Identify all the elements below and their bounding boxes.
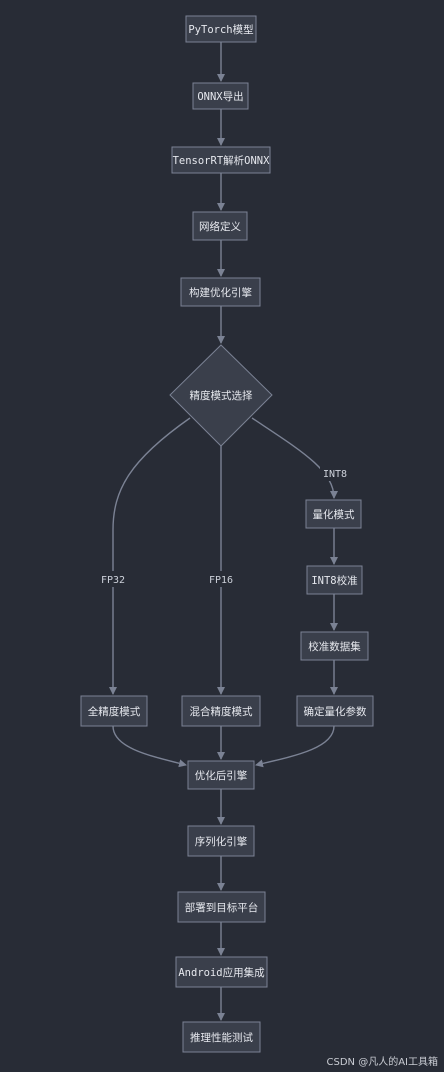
node-quant-params: 确定量化参数: [296, 695, 374, 727]
node-calibration-dataset-label: 校准数据集: [308, 640, 361, 653]
edge-precision-quant: [251, 417, 338, 499]
edge-precision-fullprec: [109, 417, 191, 695]
edge-label-fp16-text: FP16: [209, 575, 233, 586]
node-inference-test-label: 推理性能测试: [190, 1031, 253, 1044]
edge-fullprec-optimized: [112, 725, 187, 768]
node-deploy-target-label: 部署到目标平台: [185, 901, 259, 914]
node-serialize-engine: 序列化引擎: [187, 825, 255, 857]
node-int8-calibration: INT8校准: [306, 565, 363, 595]
node-optimized-engine: 优化后引擎: [187, 760, 255, 790]
edge-params-optimized: [255, 725, 335, 768]
node-quantization-mode-label: 量化模式: [313, 508, 355, 521]
node-tensorrt-parse: TensorRT解析ONNX: [171, 146, 271, 174]
edge-label-fp32: FP32: [98, 571, 128, 587]
edge-label-fp32-text: FP32: [101, 575, 125, 586]
node-serialize-engine-label: 序列化引擎: [195, 835, 248, 848]
node-onnx-export-label: ONNX导出: [197, 90, 243, 103]
node-build-engine-label: 构建优化引擎: [189, 286, 252, 299]
node-optimized-engine-label: 优化后引擎: [195, 769, 248, 782]
node-mixed-precision: 混合精度模式: [181, 695, 261, 727]
node-pytorch-model: PyTorch模型: [185, 15, 257, 43]
node-quant-params-label: 确定量化参数: [304, 705, 367, 718]
node-android-integration: Android应用集成: [175, 956, 268, 988]
node-inference-test: 推理性能测试: [182, 1021, 261, 1053]
edges: [109, 42, 338, 1021]
node-pytorch-model-label: PyTorch模型: [188, 23, 253, 36]
node-full-precision: 全精度模式: [80, 695, 148, 727]
node-mixed-precision-label: 混合精度模式: [190, 705, 253, 718]
node-calibration-dataset: 校准数据集: [300, 631, 369, 661]
watermark: CSDN @凡人的AI工具箱: [326, 1057, 438, 1068]
node-int8-calibration-label: INT8校准: [311, 574, 357, 587]
node-android-integration-label: Android应用集成: [178, 966, 265, 979]
node-precision-decision-label: 精度模式选择: [190, 389, 253, 402]
edge-label-fp16: FP16: [206, 571, 236, 587]
nodes: PyTorch模型 ONNX导出 TensorRT解析ONNX 网络定义 构建优…: [80, 15, 374, 1053]
node-onnx-export: ONNX导出: [192, 82, 249, 110]
node-deploy-target: 部署到目标平台: [177, 891, 266, 923]
node-full-precision-label: 全精度模式: [88, 705, 141, 718]
node-tensorrt-parse-label: TensorRT解析ONNX: [173, 154, 271, 167]
node-quantization-mode: 量化模式: [305, 499, 362, 529]
edge-labels: FP32 FP16 INT8: [98, 465, 350, 587]
node-precision-decision: 精度模式选择: [169, 344, 273, 447]
node-network-definition: 网络定义: [192, 211, 248, 241]
edge-label-int8-text: INT8: [323, 469, 347, 480]
edge-label-int8: INT8: [320, 465, 350, 481]
node-build-engine: 构建优化引擎: [180, 277, 261, 307]
node-network-definition-label: 网络定义: [199, 220, 241, 233]
